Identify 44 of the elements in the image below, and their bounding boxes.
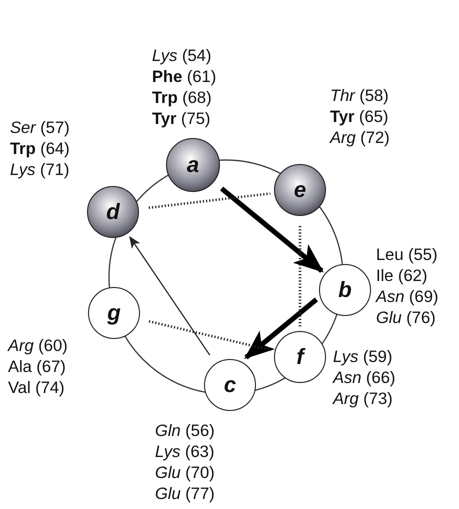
residue-label: Lys (71) bbox=[10, 160, 70, 181]
arrow bbox=[129, 236, 210, 356]
residue-label: Arg (72) bbox=[330, 128, 390, 149]
position-circle bbox=[319, 264, 371, 316]
residue-label: Ile (62) bbox=[376, 266, 428, 287]
dotted-interaction-line bbox=[148, 192, 270, 210]
residue-label: Lys (54) bbox=[152, 46, 212, 67]
shaded-position-sphere bbox=[166, 138, 220, 192]
position-letter: f bbox=[296, 346, 304, 368]
position-letter: g bbox=[107, 302, 121, 324]
residue-label: Val (74) bbox=[8, 378, 65, 399]
residue-label: Lys (59) bbox=[333, 347, 392, 368]
position-letter: e bbox=[294, 179, 306, 201]
arrow bbox=[244, 297, 318, 360]
residue-label: Arg (60) bbox=[8, 336, 68, 357]
arrow bbox=[220, 186, 324, 273]
residue-label: Glu (77) bbox=[155, 484, 215, 505]
residue-label: Tyr (65) bbox=[330, 107, 388, 128]
residue-label: Phe (61) bbox=[152, 67, 216, 88]
position-circle bbox=[204, 359, 256, 411]
position-circle bbox=[88, 287, 140, 339]
residue-label: Arg (73) bbox=[333, 389, 393, 410]
residue-label: Leu (55) bbox=[376, 245, 438, 266]
residue-label: Gln (56) bbox=[155, 421, 215, 442]
residue-label: Tyr (75) bbox=[152, 109, 210, 130]
dotted-interaction-line bbox=[148, 320, 272, 352]
position-circle bbox=[274, 331, 326, 383]
shaded-position-sphere bbox=[87, 186, 139, 238]
residue-label: Ala (67) bbox=[8, 357, 66, 378]
dotted-interaction-line bbox=[298, 226, 302, 327]
residue-label: Thr (58) bbox=[330, 86, 389, 107]
position-letter: a bbox=[186, 154, 200, 176]
shaded-position-sphere bbox=[274, 164, 326, 216]
position-letter: b bbox=[338, 279, 352, 301]
residue-label: Lys (63) bbox=[155, 442, 214, 463]
residue-label: Glu (70) bbox=[155, 463, 215, 484]
residue-label: Glu (76) bbox=[376, 308, 436, 329]
position-letter: c bbox=[224, 374, 236, 396]
position-letter: d bbox=[106, 201, 120, 223]
residue-label: Ser (57) bbox=[10, 118, 70, 139]
residue-label: Asn (66) bbox=[333, 368, 396, 389]
residue-label: Trp (68) bbox=[152, 88, 212, 109]
residue-label: Trp (64) bbox=[10, 139, 70, 160]
residue-label: Asn (69) bbox=[376, 287, 438, 308]
